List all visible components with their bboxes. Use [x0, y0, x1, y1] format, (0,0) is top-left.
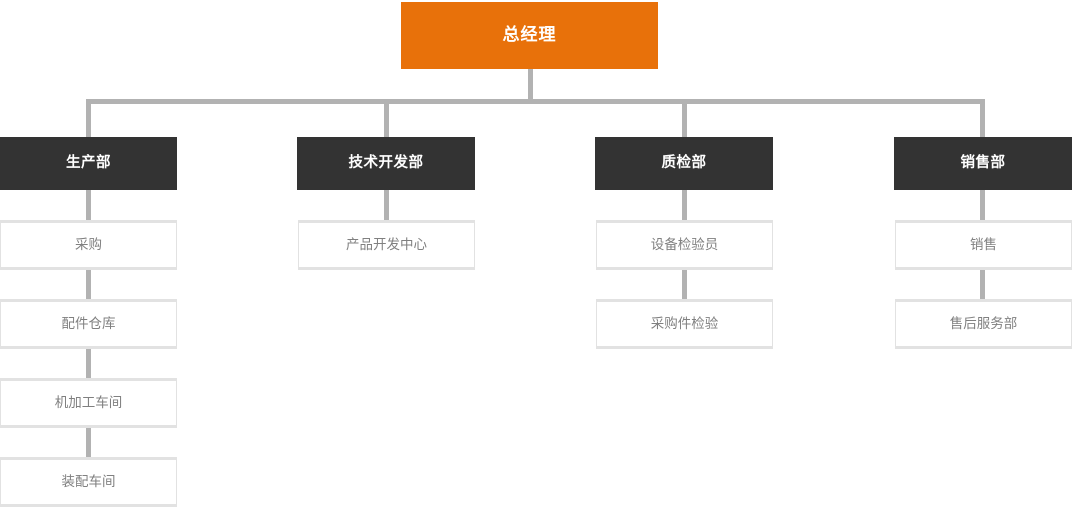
connector-trunk-to-dept-1: [86, 99, 91, 138]
connector-child-3-to-child-4: [86, 427, 91, 458]
node-department-production[interactable]: 生产部: [0, 137, 177, 190]
connector-dept-1-to-child-1: [86, 190, 91, 221]
node-sub-equipment-inspector[interactable]: 设备检验员: [596, 220, 773, 270]
node-department-quality-inspection[interactable]: 质检部: [595, 137, 773, 190]
node-sub-assembly-workshop[interactable]: 装配车间: [0, 457, 177, 507]
node-department-technical-development[interactable]: 技术开发部: [297, 137, 475, 190]
connector-trunk-to-dept-3: [682, 99, 687, 138]
connector-child-2-to-child-3: [86, 348, 91, 379]
connector-trunk-horizontal: [86, 99, 985, 104]
node-department-sales[interactable]: 销售部: [894, 137, 1072, 190]
node-sub-procurement[interactable]: 采购: [0, 220, 177, 270]
connector-dept-3-to-child-1: [682, 190, 687, 221]
connector-dept-4-child-1-to-child-2: [980, 269, 985, 300]
connector-trunk-to-dept-4: [980, 99, 985, 138]
node-sub-sales[interactable]: 销售: [895, 220, 1072, 270]
connector-dept-4-to-child-1: [980, 190, 985, 221]
node-sub-machining-workshop[interactable]: 机加工车间: [0, 378, 177, 428]
connector-child-1-to-child-2: [86, 269, 91, 300]
node-sub-purchased-parts-inspection[interactable]: 采购件检验: [596, 299, 773, 349]
node-root-general-manager[interactable]: 总经理: [401, 2, 658, 69]
node-sub-parts-warehouse[interactable]: 配件仓库: [0, 299, 177, 349]
connector-root-stem: [528, 69, 533, 103]
connector-dept-2-to-child-1: [384, 190, 389, 221]
connector-dept-3-child-1-to-child-2: [682, 269, 687, 300]
node-sub-product-development-center[interactable]: 产品开发中心: [298, 220, 475, 270]
connector-trunk-to-dept-2: [384, 99, 389, 138]
node-sub-after-sales-service[interactable]: 售后服务部: [895, 299, 1072, 349]
